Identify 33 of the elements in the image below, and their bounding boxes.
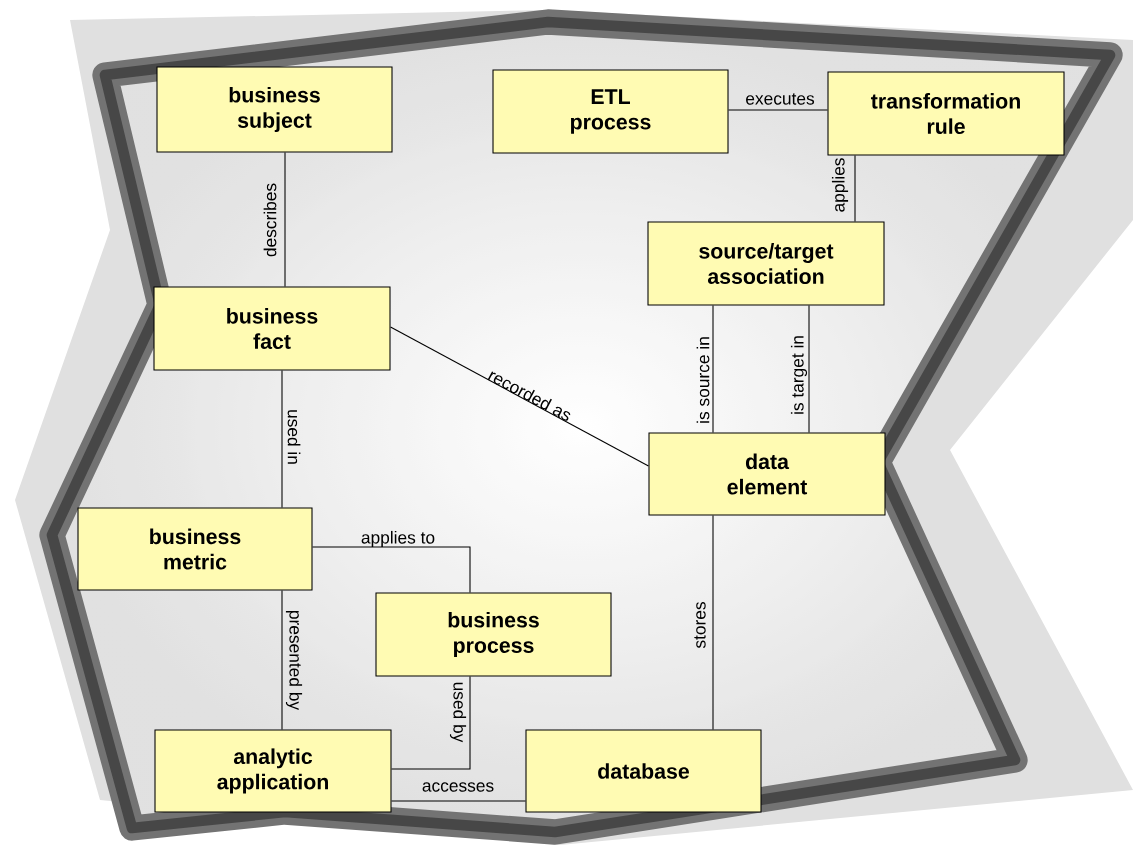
edge-label: presented by [285, 611, 303, 711]
edge-label: applies to [361, 530, 435, 548]
connector-line [808, 305, 810, 433]
edge-label: is target in [790, 336, 808, 414]
entity-box: business fact [153, 286, 391, 371]
connector-line [312, 546, 471, 593]
entity-box: ETL process [492, 69, 729, 154]
entity-box: database [525, 729, 762, 813]
entity-box: data element [648, 432, 886, 516]
connector-line [854, 155, 856, 222]
edge-label: stores [694, 602, 706, 649]
entity-box: business process [375, 592, 612, 677]
connector-line [712, 515, 714, 730]
connector-line [728, 109, 828, 111]
entity-box: business subject [156, 66, 393, 153]
entity-box: transformation rule [827, 71, 1065, 156]
connector-line [281, 370, 283, 508]
edge-label: is source in [696, 337, 710, 423]
edge-label: applies [831, 158, 849, 212]
edge-label: accesses [422, 782, 494, 792]
connector-line [391, 676, 471, 770]
entity-box: analytic application [154, 729, 392, 813]
edge-label: executes [746, 93, 815, 105]
entity-box: business metric [77, 507, 313, 591]
connector-line [281, 590, 283, 730]
entity-box: source/target association [647, 221, 885, 306]
connector-line [284, 152, 286, 287]
edge-label: describes [263, 183, 277, 257]
connector-line [712, 305, 714, 433]
connector-line [390, 326, 649, 467]
edge-label: used in [287, 410, 301, 464]
connector-line [391, 800, 526, 802]
edge-label: used by [449, 682, 467, 743]
